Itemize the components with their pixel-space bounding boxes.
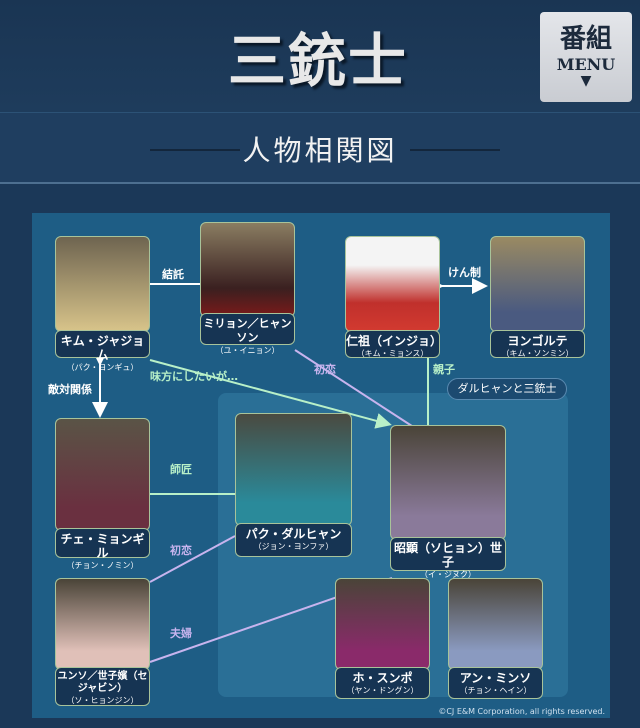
label-ally: 味方にしたいが… (150, 370, 238, 383)
character-photo (490, 236, 585, 332)
character-name: キム・ジャジョム (60, 334, 145, 362)
character-photo (390, 425, 506, 540)
name-plate: キム・ジャジョム（パク・ヨンギュ） (55, 330, 150, 372)
label-first-love: 初恋 (314, 363, 336, 376)
character-card-choi-myeonggil[interactable]: チェ・ミョンギル（チョン・ノミン） (55, 418, 150, 570)
character-name: ユンソ／世子嬪（セジャビン） (57, 671, 148, 694)
copyright: ©CJ E&M Corporation, all rights reserved… (438, 707, 605, 716)
character-name: ホ・スンポ (352, 671, 413, 685)
decor-line (410, 149, 500, 151)
character-card-ho-seungpo[interactable]: ホ・スンポ（ヤン・ドングン） (335, 578, 430, 699)
actor-name: （パク・ヨンギュ） (66, 363, 139, 372)
label-rivalry: けん制 (448, 266, 481, 279)
character-card-milyeon[interactable]: ミリョン／ヒャンソン （ユ・イニョン） (200, 222, 295, 355)
label-parent: 親子 (433, 363, 455, 376)
name-plate: ミリョン／ヒャンソン （ユ・イニョン） (200, 313, 295, 355)
page-title: 人物相関図 (242, 134, 398, 167)
label-enemy: 敵対関係 (48, 383, 92, 396)
actor-name: （ソ・ヒョンジン） (66, 696, 139, 705)
label-spouse: 夫婦 (170, 627, 192, 640)
logo[interactable]: 三銃士 (228, 27, 409, 95)
character-photo (335, 578, 430, 670)
character-photo (235, 413, 352, 526)
decor-line (150, 149, 240, 151)
character-name: 仁祖（インジョ） (346, 334, 443, 348)
name-plate: チェ・ミョンギル（チョン・ノミン） (55, 528, 150, 570)
character-photo (345, 236, 440, 332)
actor-name: （キム・ソンミン） (501, 349, 574, 358)
character-photo (55, 236, 150, 332)
label-collusion: 結託 (162, 268, 184, 281)
character-card-yunso[interactable]: ユンソ／世子嬪（セジャビン） （ソ・ヒョンジン） (55, 578, 150, 706)
actor-name: （チョン・ノミン） (66, 561, 139, 570)
character-photo (448, 578, 543, 670)
character-card-sohyeon[interactable]: 昭顕（ソヒョン）世子（イ・ジヌク） (390, 425, 506, 579)
character-name: ヨンゴルテ (507, 334, 568, 348)
name-plate: ヨンゴルテ（キム・ソンミン） (490, 330, 585, 358)
name-plate: パク・ダルヒャン（ジョン・ヨンファ） (235, 523, 352, 557)
label-mentor: 師匠 (170, 463, 192, 476)
name-plate: ホ・スンポ（ヤン・ドングン） (335, 667, 430, 699)
character-card-yongolte[interactable]: ヨンゴルテ（キム・ソンミン） (490, 236, 585, 358)
character-card-an-minseo[interactable]: アン・ミンソ（チョン・ヘイン） (448, 578, 543, 699)
actor-name: （チョン・ヘイン） (459, 686, 532, 695)
character-name: パク・ダルヒャン (245, 527, 342, 541)
header: 三銃士 番組 MENU ▼ (0, 0, 640, 112)
name-plate: 昭顕（ソヒョン）世子（イ・ジヌク） (390, 537, 506, 579)
character-card-kim-jajeom[interactable]: キム・ジャジョム（パク・ヨンギュ） (55, 236, 150, 372)
menu-label: MENU (556, 55, 616, 74)
actor-name: （ユ・イニョン） (215, 346, 280, 355)
subtitle-bar: 人物相関図 (0, 112, 640, 184)
actor-name: （ヤン・ドングン） (346, 686, 419, 695)
character-name: ミリョン／ヒャンソン (203, 317, 292, 344)
line-first-love-2 (149, 535, 236, 583)
character-card-park-dalhyang[interactable]: パク・ダルヒャン（ジョン・ヨンファ） (235, 413, 352, 557)
actor-name: （キム・ミョンス） (356, 349, 429, 358)
actor-name: （イ・ジヌク） (420, 570, 476, 579)
character-photo (55, 418, 150, 531)
character-photo (200, 222, 295, 317)
line-first-love-1 (294, 349, 416, 429)
character-photo (55, 578, 150, 670)
character-name: 昭顕（ソヒョン）世子 (393, 541, 502, 569)
name-plate: ユンソ／世子嬪（セジャビン） （ソ・ヒョンジン） (55, 667, 150, 706)
label-first-love: 初恋 (170, 544, 192, 557)
character-name: アン・ミンソ (459, 671, 532, 685)
actor-name: （ジョン・ヨンファ） (253, 542, 334, 551)
program-menu-button[interactable]: 番組 MENU ▼ (540, 12, 632, 102)
character-name: チェ・ミョンギル (60, 532, 145, 560)
menu-top-label: 番組 (559, 24, 612, 54)
chevron-down-icon: ▼ (580, 73, 592, 89)
name-plate: 仁祖（インジョ）（キム・ミョンス） (345, 330, 443, 358)
group-label: ダルヒャンと三銃士 (447, 378, 567, 400)
name-plate: アン・ミンソ（チョン・ヘイン） (448, 667, 543, 699)
character-card-injo[interactable]: 仁祖（インジョ）（キム・ミョンス） (345, 236, 442, 358)
